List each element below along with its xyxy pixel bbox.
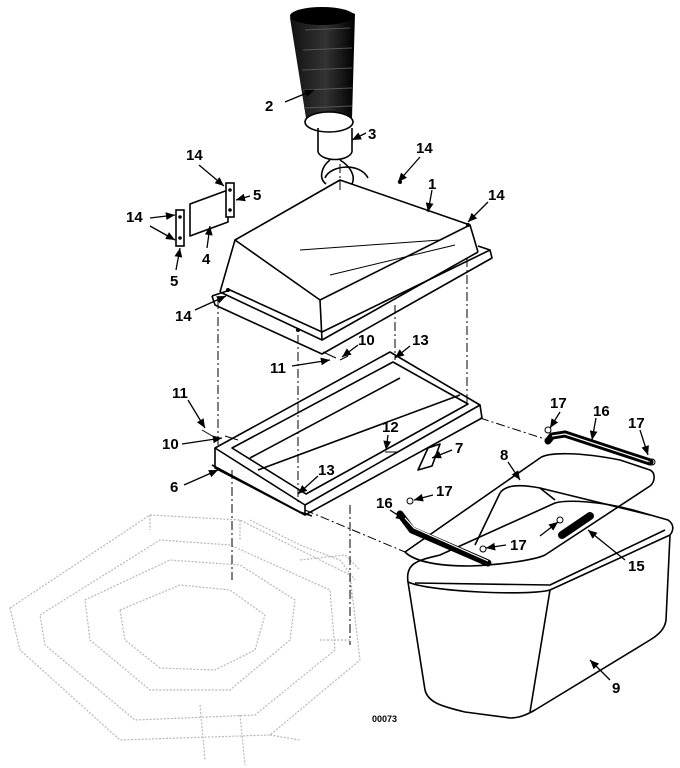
callout-11: 11 [172, 385, 188, 402]
callout-10: 10 [358, 332, 375, 349]
leader-lines [149, 89, 649, 681]
callout-11: 11 [270, 360, 286, 377]
cover-plate-part-4 [189, 189, 229, 237]
callout-14: 14 [488, 187, 505, 204]
basket-part-9 [406, 484, 674, 719]
callout-5: 5 [253, 187, 261, 204]
callout-labels: 2 3 14 1 14 14 5 14 4 5 14 10 13 11 11 1… [126, 98, 645, 724]
rod-part-8 [404, 452, 655, 567]
hardware-small-parts [201, 180, 470, 471]
callout-2: 2 [265, 98, 273, 115]
callout-5: 5 [170, 273, 178, 290]
callout-14: 14 [186, 147, 203, 164]
hose-part-2 [290, 7, 355, 133]
frame-part-6 [211, 351, 483, 517]
callout-14: 14 [175, 308, 192, 325]
bracket-part-5-left [175, 209, 185, 247]
alignment-lines [217, 162, 549, 645]
callout-16: 16 [376, 495, 393, 512]
callout-6: 6 [170, 479, 178, 496]
callout-17: 17 [510, 537, 527, 554]
callout-12: 12 [382, 419, 399, 436]
callout-13: 13 [412, 332, 429, 349]
pin-part-15 [558, 512, 594, 539]
bracket-part-5-right [225, 182, 235, 218]
mower-frame-ghost [9, 514, 361, 766]
callout-10: 10 [162, 436, 179, 453]
callout-15: 15 [628, 558, 645, 575]
callout-16: 16 [593, 403, 610, 420]
coupler-part-3 [317, 128, 355, 185]
callout-3: 3 [368, 126, 376, 143]
handle-part-16-right [544, 430, 654, 466]
callout-1: 1 [428, 176, 436, 193]
callout-7: 7 [455, 440, 463, 457]
drawing-number: 00073 [372, 714, 397, 724]
callout-14: 14 [416, 140, 433, 157]
callout-17: 17 [628, 415, 645, 432]
callout-17: 17 [550, 395, 567, 412]
callout-17: 17 [436, 483, 453, 500]
callout-13: 13 [318, 462, 335, 479]
callout-14: 14 [126, 209, 143, 226]
callout-4: 4 [202, 251, 211, 268]
callout-9: 9 [612, 680, 620, 697]
callout-8: 8 [500, 447, 508, 464]
